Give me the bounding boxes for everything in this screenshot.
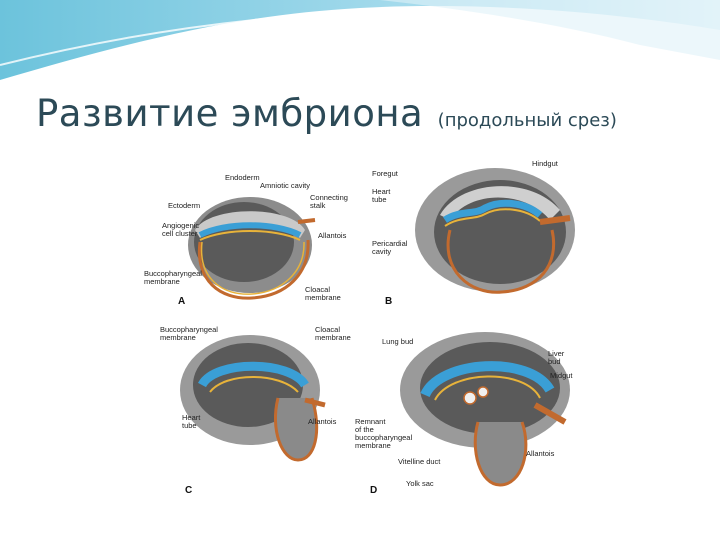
panel-a-drawing [188,197,316,300]
label-vitelline-duct: Vitelline duct [398,457,441,466]
label-cloacal-membrane-c: Cloacal membrane [315,325,351,342]
label-heart-tube-c: Heart tube [182,413,201,430]
label-allantois-c: Allantois [308,417,337,426]
panel-letter-c: C [185,485,193,496]
title-row: Развитие эмбриона (продольный срез) [36,92,617,135]
panel-c-drawing [180,335,326,462]
label-heart-tube-b: Heart tube [372,187,391,204]
label-ectoderm: Ectoderm [168,201,201,210]
label-hindgut: Hindgut [532,159,558,168]
embryo-figure: Endoderm Amniotic cavity Ectoderm Connec… [140,160,580,500]
panel-d-drawing [400,332,570,487]
label-lung-bud: Lung bud [382,337,414,346]
label-buccopharyngeal-membrane-a: Buccopharyngeal membrane [144,269,202,286]
label-remnant-buccopharyngeal: Remnant of the buccopharyngeal membrane [355,417,413,450]
label-angiogenic-cell-cluster: Angiogenic cell cluster [162,221,200,238]
panel-letter-d: D [370,485,378,496]
label-endoderm: Endoderm [225,173,260,182]
slide-subtitle: (продольный срез) [437,110,617,131]
label-buccopharyngeal-membrane-c: Buccopharyngeal membrane [160,325,218,342]
panel-b-drawing [415,168,575,294]
label-liver-bud: Liver bud [548,349,565,366]
label-midgut: Midgut [550,371,573,380]
label-connecting-stalk: Connecting stalk [310,193,348,210]
label-cloacal-membrane-a: Cloacal membrane [305,285,341,302]
slide-title: Развитие эмбриона [36,92,424,135]
label-pericardial-cavity: Pericardial cavity [372,239,408,256]
embryo-diagram [180,168,575,487]
header-banner [0,0,720,80]
panel-letter-b: B [385,296,393,307]
panel-letter-a: A [178,296,186,307]
label-allantois-d: Allantois [526,449,555,458]
label-yolk-sac: Yolk sac [406,479,434,488]
label-allantois-a: Allantois [318,231,347,240]
label-foregut: Foregut [372,169,398,178]
label-amniotic-cavity: Amniotic cavity [260,181,311,190]
